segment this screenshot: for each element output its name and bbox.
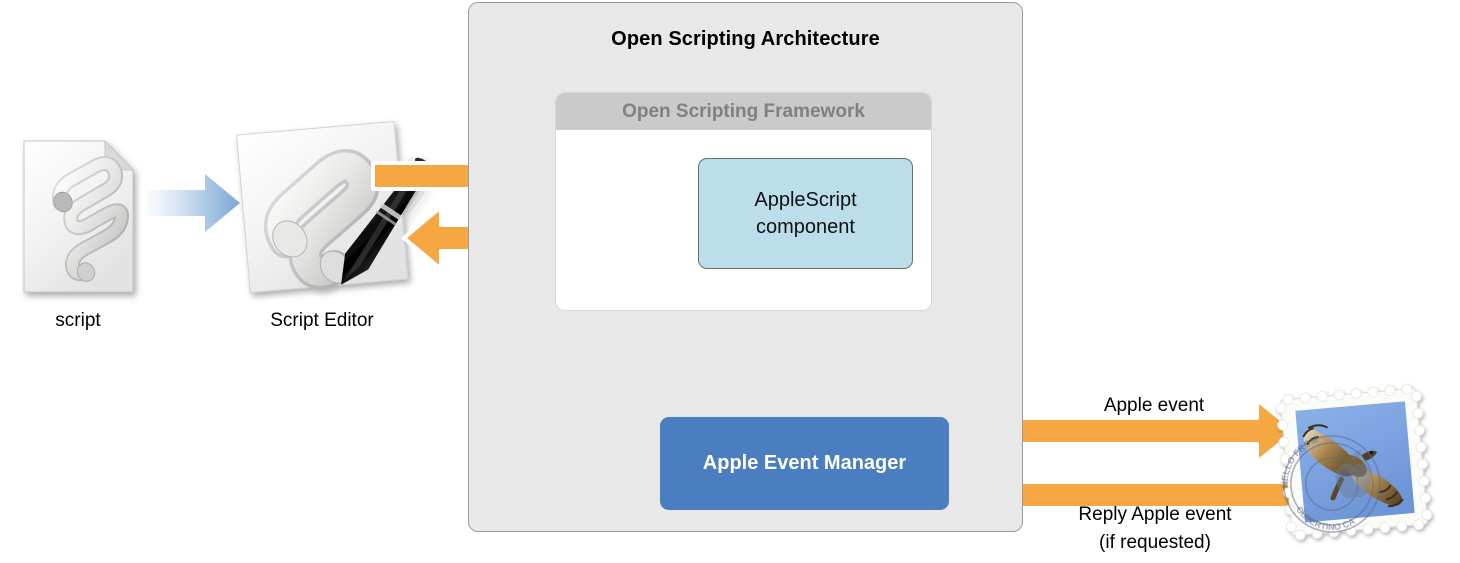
script-editor-icon (236, 120, 436, 294)
stamp-text-bottom: CUPERTINO CA (1294, 500, 1358, 535)
applescript-component-line2: component (756, 215, 855, 238)
apple-event-manager-box: Apple Event Manager (660, 417, 949, 510)
apple-event-manager-label: Apple Event Manager (702, 452, 907, 474)
script-document-icon (23, 140, 134, 293)
hawk-glyph (1302, 424, 1404, 508)
open-scripting-framework-header: Open Scripting Framework (556, 93, 931, 130)
reply-apple-event-label: Reply Apple event (1078, 504, 1232, 525)
script-editor-label: Script Editor (270, 310, 374, 331)
stamp-text-top: HELLO FROM (1276, 434, 1324, 489)
script-label: script (55, 310, 101, 331)
open-scripting-architecture-title: Open Scripting Architecture (611, 28, 880, 50)
applescript-component-line1: AppleScript (754, 189, 857, 212)
apple-event-label: Apple event (1103, 395, 1205, 416)
open-scripting-framework-label: Open Scripting Framework (622, 100, 865, 122)
applescript-component-box: AppleScript component (698, 158, 913, 269)
arrow-script-to-editor (146, 174, 240, 232)
mail-stamp-icon: HELLO FROM CUPERTINO CA (1276, 383, 1433, 541)
if-requested-label: (if requested) (1099, 532, 1211, 553)
